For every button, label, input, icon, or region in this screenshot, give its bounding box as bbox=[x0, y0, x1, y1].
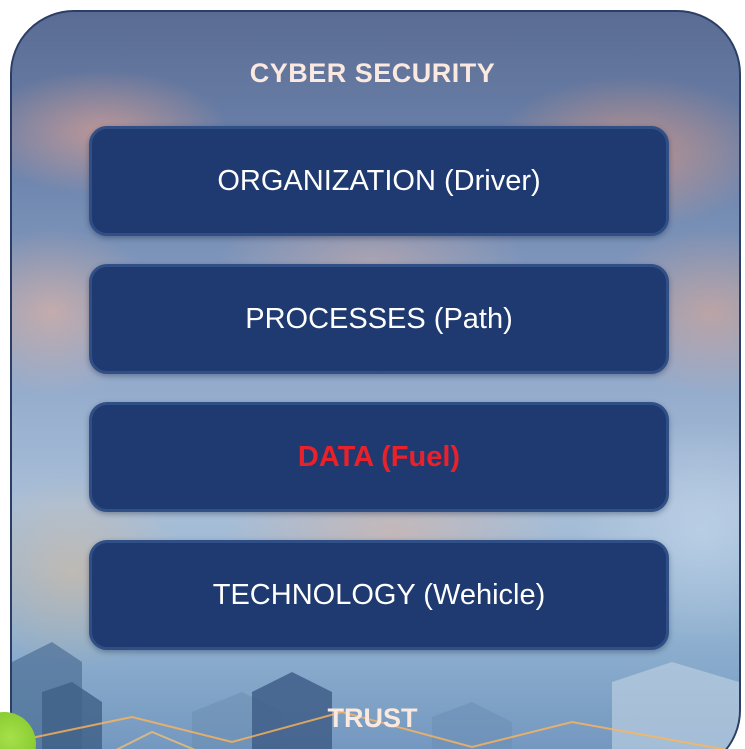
layer-processes: PROCESSES (Path) bbox=[89, 264, 669, 374]
layer-processes-label: PROCESSES (Path) bbox=[245, 302, 513, 335]
trust-label: TRUST bbox=[327, 703, 418, 733]
diagram-title: CYBER SECURITY bbox=[249, 58, 496, 88]
layer-technology-label: TECHNOLOGY (Wehicle) bbox=[212, 578, 546, 611]
layer-organization: ORGANIZATION (Driver) bbox=[89, 126, 669, 236]
layer-technology: TECHNOLOGY (Wehicle) bbox=[89, 540, 669, 650]
layer-organization-label: ORGANIZATION (Driver) bbox=[217, 164, 541, 197]
layer-data-label: DATA (Fuel) bbox=[297, 440, 461, 473]
layer-data: DATA (Fuel) bbox=[89, 402, 669, 512]
